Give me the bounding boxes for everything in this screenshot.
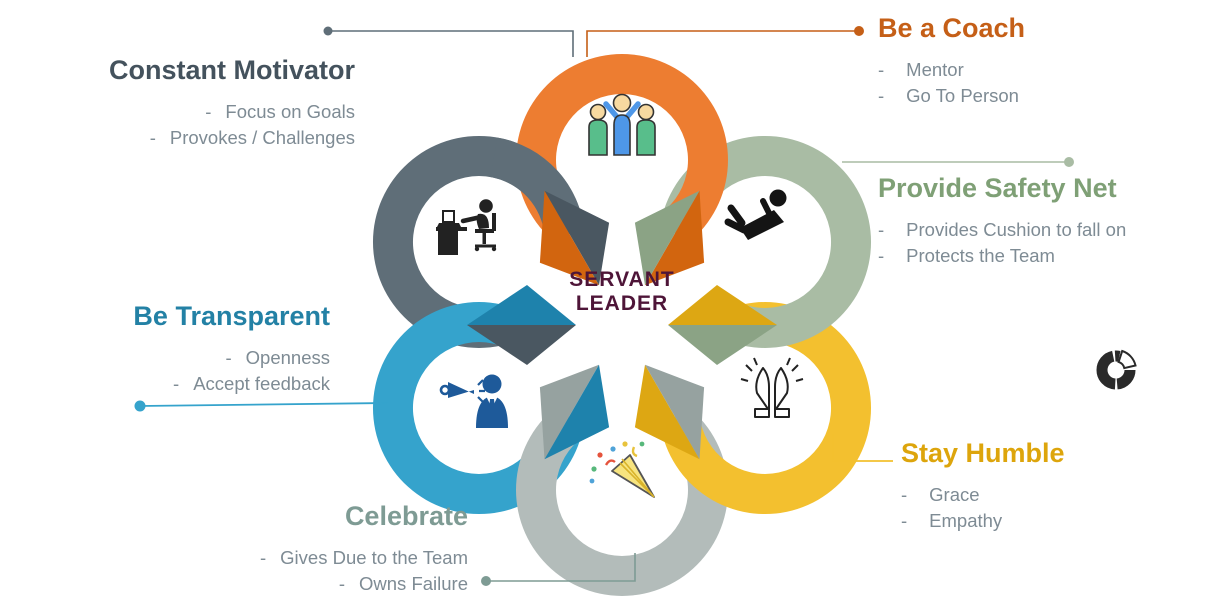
connector-be-a-coach (586, 26, 864, 57)
bullet-item: -Provides Cushion to fall on (878, 219, 1127, 240)
bullet-item: -Openness (225, 347, 330, 368)
bullet-item: -Provokes / Challenges (149, 127, 355, 148)
bullet-item: -Gives Due to the Team (259, 547, 468, 568)
donut-logo-icon (1096, 349, 1137, 390)
bullet-item: -Accept feedback (173, 373, 330, 394)
section-bullets: -Mentor -Go To Person (878, 57, 1208, 109)
petal-stay-humble (659, 302, 872, 515)
megaphone-person-icon (439, 374, 508, 428)
section-be-transparent: Be Transparent -Openness -Accept feedbac… (40, 300, 330, 397)
connector-celebrate (481, 553, 636, 586)
section-bullets: -Gives Due to the Team -Owns Failure (160, 545, 468, 597)
connector-be-transparent (134, 400, 389, 412)
section-heading: Be a Coach (878, 13, 1026, 43)
section-heading: Constant Motivator (109, 55, 355, 85)
praying-hands-icon (740, 357, 804, 418)
center-label-line2: LEADER (575, 292, 669, 315)
desk-person-icon (436, 199, 497, 255)
section-heading: Be Transparent (133, 301, 330, 331)
center-star-folds (467, 190, 777, 460)
section-be-a-coach: Be a Coach -Mentor -Go To Person (878, 12, 1208, 109)
bullet-item: -Mentor (878, 59, 964, 80)
section-bullets: -Grace -Empathy (901, 482, 1201, 534)
center-label-line1: SERVANT (569, 268, 675, 291)
party-popper-icon (589, 441, 655, 498)
section-bullets: -Openness -Accept feedback (40, 345, 330, 397)
connector-provide-safety-net (842, 157, 1074, 167)
section-heading: Stay Humble (901, 438, 1065, 468)
section-bullets: -Focus on Goals -Provokes / Challenges (40, 99, 355, 151)
section-bullets: -Provides Cushion to fall on -Protects t… (878, 217, 1218, 269)
bullet-item: -Grace (901, 484, 980, 505)
section-stay-humble: Stay Humble -Grace -Empathy (901, 437, 1201, 534)
petal-celebrate (516, 404, 728, 596)
section-heading: Provide Safety Net (878, 173, 1117, 203)
falling-person-icon (724, 189, 787, 240)
bullet-item: -Empathy (901, 510, 1003, 531)
bullet-item: -Go To Person (878, 85, 1019, 106)
bullet-item: -Protects the Team (878, 245, 1055, 266)
team-icon (588, 93, 656, 156)
section-celebrate: Celebrate -Gives Due to the Team -Owns F… (160, 500, 468, 597)
section-heading: Celebrate (344, 501, 468, 531)
bullet-item: -Owns Failure (338, 573, 468, 594)
connector-constant-motivator (323, 26, 574, 57)
section-provide-safety-net: Provide Safety Net -Provides Cushion to … (878, 172, 1218, 269)
petal-be-a-coach (516, 54, 728, 246)
bullet-item: -Focus on Goals (205, 101, 355, 122)
connector-stay-humble (832, 434, 893, 462)
section-constant-motivator: Constant Motivator -Focus on Goals -Prov… (40, 54, 355, 151)
center-label: SERVANT LEADER (542, 268, 702, 316)
